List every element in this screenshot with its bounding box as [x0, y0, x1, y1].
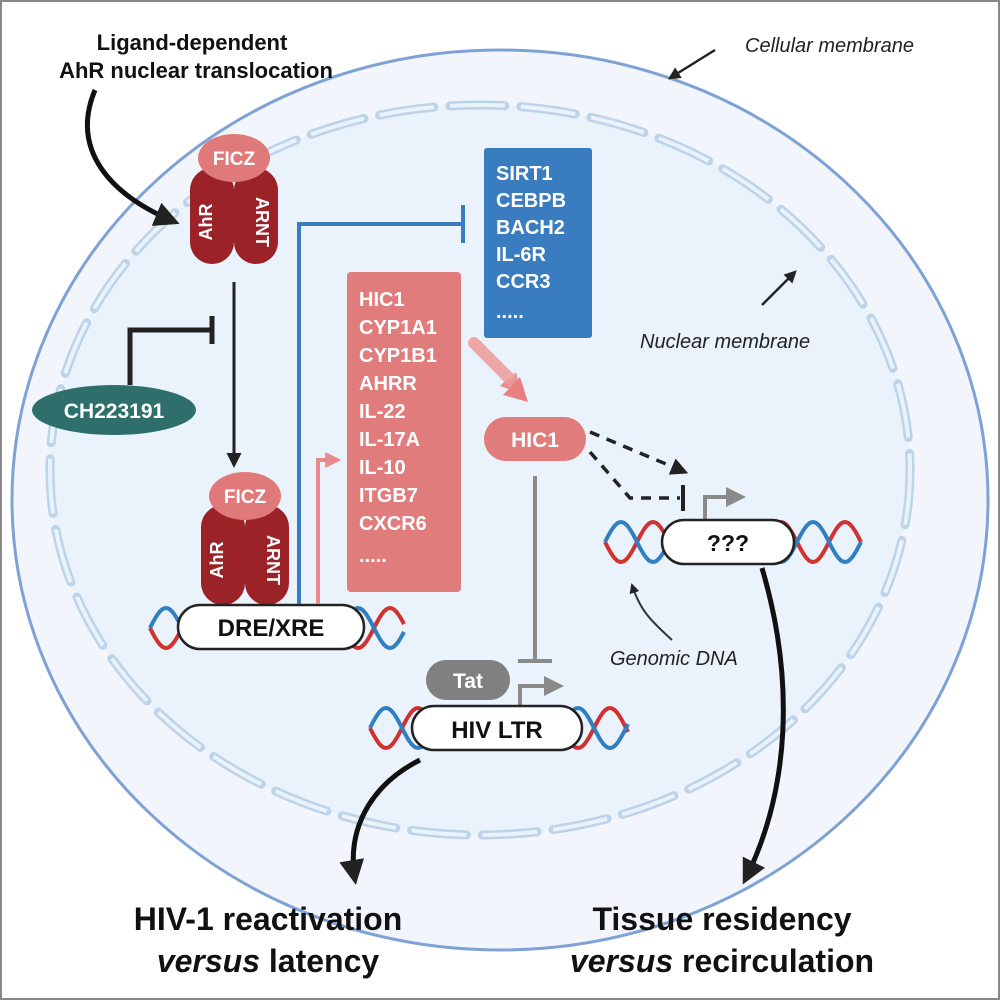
- tissue-outcome-line2: versus recirculation: [570, 943, 874, 979]
- hic1-dashed-repression: [588, 450, 680, 500]
- tissue-outcome-versus: versus: [570, 943, 673, 979]
- induced-gene: CYP1A1: [359, 317, 437, 339]
- induced-gene: HIC1: [359, 289, 405, 311]
- ahr-subunit-top: [190, 168, 234, 264]
- hiv-ltr-element: [410, 704, 584, 752]
- hic1-node: [484, 417, 586, 461]
- induced-gene: IL-17A: [359, 429, 420, 451]
- ahr-label-top: AhR: [196, 204, 216, 241]
- hiv-outcome-line1: HIV-1 reactivation: [134, 901, 403, 937]
- ahr-label-bottom: AhR: [207, 542, 227, 579]
- induced-genes-box: [347, 272, 461, 592]
- induced-gene: IL-22: [359, 401, 406, 423]
- ficz-ligand-top: [198, 134, 270, 182]
- cellular-membrane-pointer: [667, 48, 716, 80]
- ahr-subunit-bottom: [201, 505, 245, 605]
- hic1-node-label: HIC1: [511, 429, 559, 452]
- repression-line: [297, 222, 462, 604]
- induced-gene: CYP1B1: [359, 345, 437, 367]
- nuclear-membrane-inner: [48, 103, 912, 837]
- repressed-gene: IL-6R: [496, 244, 547, 266]
- ahr-arnt-complex-bottom: AhR ARNT FICZ: [201, 472, 289, 605]
- arnt-label-bottom: ARNT: [263, 535, 283, 585]
- inhibitor-label: CH223191: [64, 400, 165, 423]
- repressed-gene: SIRT1: [496, 163, 553, 185]
- induced-gene: .....: [359, 545, 387, 567]
- dre-xre-element: [176, 603, 366, 651]
- nuclear-membrane-label: Nuclear membrane: [640, 331, 810, 353]
- ficz-label-top: FICZ: [213, 149, 256, 170]
- repressed-gene: .....: [496, 301, 524, 323]
- hiv-outcome-versus: versus: [157, 943, 260, 979]
- inhibitor-ch223191: [32, 385, 196, 435]
- induced-gene: IL-10: [359, 457, 406, 479]
- cellular-membrane-label: Cellular membrane: [745, 35, 914, 57]
- ficz-ligand-bottom: [209, 472, 281, 520]
- hiv-outcome-line2: versus latency: [157, 943, 380, 979]
- hic1-induction-arrowhead: [503, 377, 528, 402]
- hic1-induction-arrow-shaft: [468, 337, 523, 392]
- unknown-promoter-arrow: [703, 487, 746, 520]
- induction-line: [316, 452, 342, 604]
- ligand-label-line1: Ligand-dependent: [97, 30, 288, 55]
- translocation-arrow: [84, 89, 180, 226]
- arnt-subunit-bottom: [245, 505, 289, 605]
- unknown-gene-element: [660, 518, 796, 566]
- induced-gene: ITGB7: [359, 485, 418, 507]
- induced-gene: CXCR6: [359, 513, 427, 535]
- hiv-ltr-label: HIV LTR: [451, 717, 543, 744]
- tissue-outcome-recirculation: recirculation: [673, 943, 874, 979]
- hiv-outcome-arrow: [339, 757, 422, 885]
- arnt-label-top: ARNT: [252, 197, 272, 247]
- repressed-genes-box: [484, 148, 592, 338]
- ahr-arnt-complex-top: AhR ARNT FICZ: [190, 134, 278, 264]
- tissue-outcome-arrow: [742, 567, 786, 885]
- hiv-outcome-latency: latency: [260, 943, 379, 979]
- inhibitor-line: [127, 327, 212, 385]
- genomic-dna-label: Genomic DNA: [610, 648, 738, 670]
- induced-gene: AHRR: [359, 373, 417, 395]
- tat-label: Tat: [453, 670, 483, 693]
- tissue-outcome-line1: Tissue residency: [592, 901, 851, 937]
- dre-xre-label: DRE/XRE: [218, 615, 325, 642]
- ltr-promoter-arrow: [518, 676, 564, 707]
- tat-protein: [426, 660, 510, 700]
- repressed-gene: CEBPB: [496, 190, 566, 212]
- repressed-gene: BACH2: [496, 217, 565, 239]
- genomic-dna-pointer: [629, 583, 673, 641]
- unknown-gene-label: ???: [707, 530, 749, 556]
- arnt-subunit-top: [234, 168, 278, 264]
- ligand-label-line2: AhR nuclear translocation: [59, 58, 333, 83]
- nuclear-membrane-pointer: [761, 270, 797, 306]
- repressed-gene: CCR3: [496, 271, 550, 293]
- ficz-label-bottom: FICZ: [224, 487, 267, 508]
